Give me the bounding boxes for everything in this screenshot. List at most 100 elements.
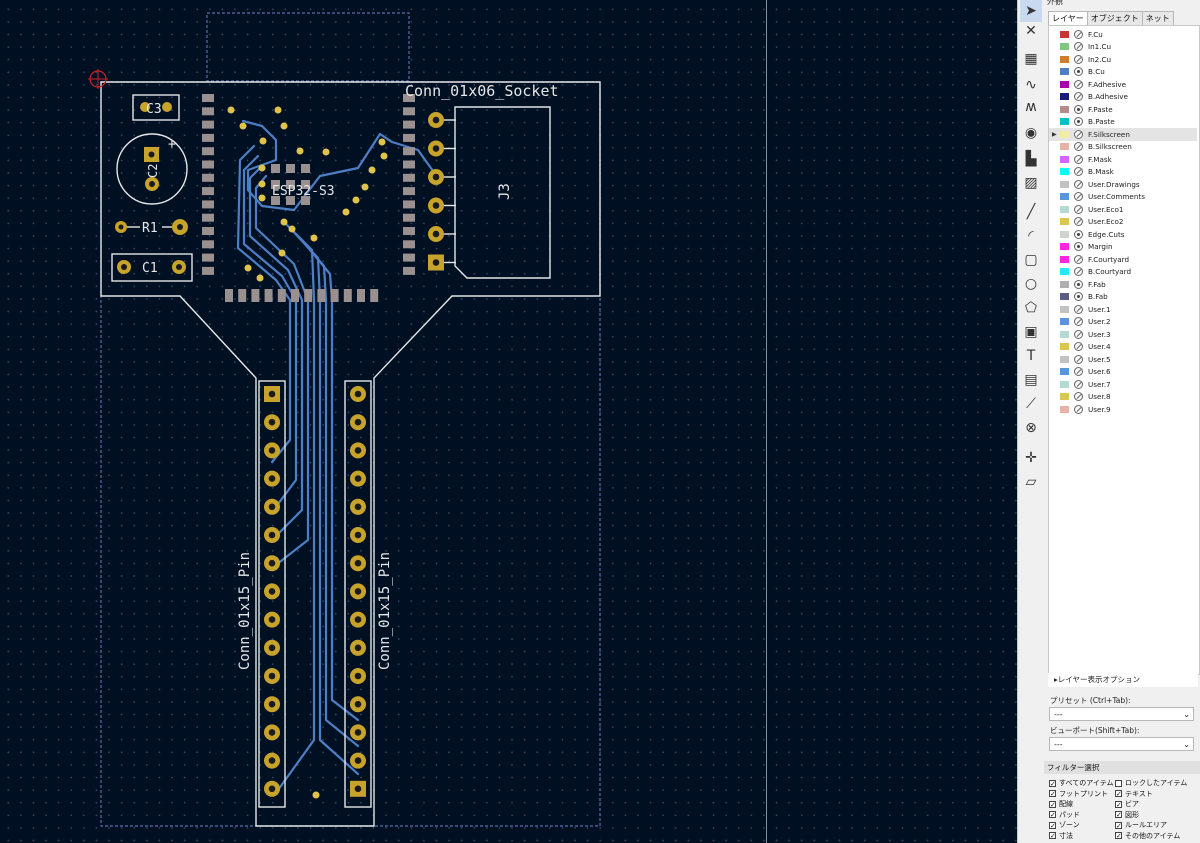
via[interactable] (259, 137, 267, 145)
esp32-pad[interactable] (403, 120, 415, 129)
eye-off-icon[interactable] (1074, 304, 1083, 314)
eye-off-icon[interactable] (1074, 329, 1083, 339)
draw-circle-icon[interactable]: ○ (1024, 276, 1038, 292)
draw-arc-icon[interactable]: ◜ (1028, 228, 1034, 244)
esp32-pad[interactable] (403, 160, 415, 169)
via[interactable] (368, 166, 376, 174)
checkbox-empty-icon[interactable] (1115, 779, 1122, 787)
layer-row[interactable]: User.1 (1049, 303, 1197, 316)
via[interactable] (258, 180, 266, 188)
layer-color-swatch[interactable] (1060, 268, 1069, 276)
layer-color-swatch[interactable] (1060, 168, 1069, 176)
draw-rectangle-icon[interactable]: ▢ (1024, 252, 1038, 268)
esp32-pad[interactable] (202, 160, 214, 169)
filter-checkbox[interactable]: ✓寸法 (1049, 831, 1073, 841)
eye-off-icon[interactable] (1074, 42, 1083, 52)
filter-checkbox[interactable]: ✓ルールエリア (1115, 820, 1167, 830)
eye-off-icon[interactable] (1074, 354, 1083, 364)
esp32-thermal-pad[interactable] (301, 196, 310, 205)
layer-color-swatch[interactable] (1060, 255, 1069, 263)
layer-color-swatch[interactable] (1060, 80, 1069, 88)
via[interactable] (280, 122, 288, 130)
track[interactable] (300, 238, 360, 722)
layer-row[interactable]: In1.Cu (1049, 41, 1197, 54)
esp32-pad[interactable] (291, 289, 299, 302)
filter-checkbox[interactable]: ✓配線 (1049, 799, 1073, 809)
place-footprint-icon[interactable]: ▦ (1024, 51, 1038, 67)
layer-color-swatch[interactable] (1060, 343, 1069, 351)
esp32-pad[interactable] (403, 107, 415, 116)
layer-row[interactable]: F.Adhesive (1049, 78, 1197, 91)
layer-color-swatch[interactable] (1060, 155, 1069, 163)
esp32-pad[interactable] (202, 253, 214, 262)
esp32-module[interactable] (202, 94, 415, 302)
tune-length-icon[interactable]: ʍ (1025, 99, 1037, 115)
via[interactable] (378, 138, 386, 146)
via-group[interactable] (227, 106, 388, 799)
layer-color-swatch[interactable] (1060, 243, 1069, 251)
layer-color-swatch[interactable] (1060, 105, 1069, 113)
layer-row[interactable]: User.2 (1049, 316, 1197, 329)
layer-row[interactable]: User.6 (1049, 366, 1197, 379)
eye-off-icon[interactable] (1074, 379, 1083, 389)
layer-color-swatch[interactable] (1060, 380, 1069, 388)
via[interactable] (258, 164, 266, 172)
esp32-pad[interactable] (403, 94, 415, 102)
layer-row[interactable]: F.Paste (1049, 103, 1197, 116)
esp32-pad[interactable] (403, 147, 415, 156)
via[interactable] (274, 106, 282, 114)
layer-row[interactable]: F.Fab (1049, 278, 1197, 291)
eye-off-icon[interactable] (1074, 79, 1083, 89)
filter-checkbox[interactable]: ✓ビア (1115, 799, 1139, 809)
track[interactable] (254, 174, 310, 570)
esp32-thermal-pad[interactable] (301, 164, 310, 173)
esp32-thermal-pad[interactable] (271, 164, 280, 173)
layer-color-swatch[interactable] (1060, 55, 1069, 63)
layer-row[interactable]: User.4 (1049, 341, 1197, 354)
via[interactable] (239, 122, 247, 130)
add-zone-icon[interactable]: ▙ (1025, 151, 1037, 167)
track[interactable] (248, 164, 304, 542)
checkbox-checked-icon[interactable]: ✓ (1115, 790, 1122, 798)
checkbox-checked-icon[interactable]: ✓ (1049, 832, 1056, 840)
layer-color-swatch[interactable] (1060, 368, 1069, 376)
esp32-pad[interactable] (403, 240, 415, 249)
via[interactable] (296, 147, 304, 155)
layer-display-options-toggle[interactable]: ▸レイヤー表示オプション (1048, 673, 1198, 687)
eye-icon[interactable] (1074, 279, 1083, 289)
esp32-thermal-pad[interactable] (286, 196, 295, 205)
via[interactable] (258, 194, 266, 202)
via[interactable] (244, 264, 252, 272)
via[interactable] (256, 274, 264, 282)
checkbox-checked-icon[interactable]: ✓ (1049, 811, 1056, 819)
esp32-pad[interactable] (202, 227, 214, 235)
filter-checkbox[interactable]: ✓フットプリント (1049, 789, 1108, 799)
via[interactable] (312, 791, 320, 799)
eye-off-icon[interactable] (1074, 404, 1083, 414)
esp32-pad[interactable] (264, 289, 273, 302)
eye-off-icon[interactable] (1074, 154, 1083, 164)
c3-pad[interactable] (162, 102, 172, 112)
eye-icon[interactable] (1074, 67, 1083, 77)
esp32-pad[interactable] (403, 227, 415, 235)
checkbox-checked-icon[interactable]: ✓ (1115, 800, 1122, 809)
add-dimension-icon[interactable]: ⟋ (1026, 396, 1036, 412)
via[interactable] (380, 152, 388, 160)
local-ratsnest-icon[interactable]: ✕ (1025, 23, 1037, 39)
add-image-icon[interactable]: ▣ (1024, 324, 1038, 340)
esp32-pad[interactable] (343, 289, 352, 302)
eye-icon[interactable] (1074, 292, 1083, 302)
via[interactable] (278, 249, 286, 257)
eye-off-icon[interactable] (1074, 167, 1083, 177)
esp32-pad[interactable] (202, 213, 214, 222)
checkbox-checked-icon[interactable]: ✓ (1049, 779, 1056, 788)
delete-tool-icon[interactable]: ⊗ (1025, 420, 1037, 436)
esp32-pad[interactable] (330, 289, 339, 302)
eye-off-icon[interactable] (1074, 92, 1083, 102)
layer-color-swatch[interactable] (1060, 130, 1069, 138)
eye-off-icon[interactable] (1074, 267, 1083, 277)
layer-row[interactable]: B.Paste (1049, 116, 1197, 129)
eye-off-icon[interactable] (1074, 367, 1083, 377)
filter-checkbox[interactable]: ✓パッド (1049, 810, 1080, 820)
esp32-pad[interactable] (202, 133, 214, 142)
